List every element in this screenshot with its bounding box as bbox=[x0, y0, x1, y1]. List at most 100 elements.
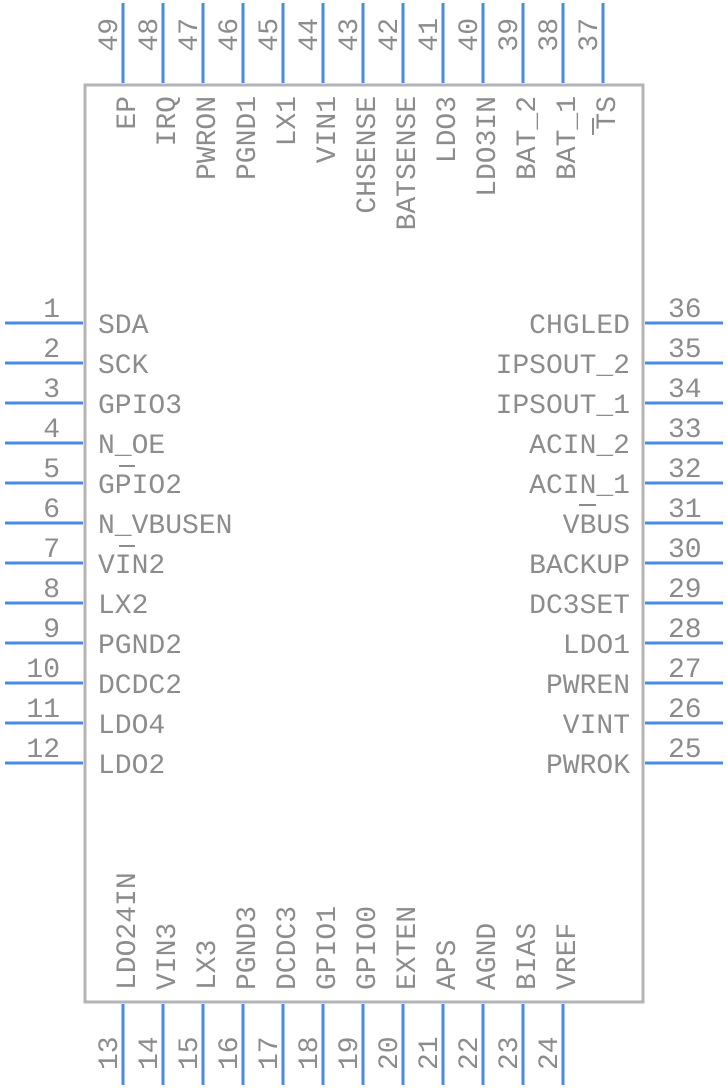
pin-number-19: 19 bbox=[335, 1036, 366, 1070]
pin-label-acin-1: ACIN_1 bbox=[529, 471, 630, 502]
pin-number-30: 30 bbox=[668, 535, 702, 566]
overbars-layer bbox=[119, 118, 596, 547]
pin-label-pwron: PWRON bbox=[193, 96, 224, 180]
pin-number-41: 41 bbox=[415, 18, 446, 52]
pin-label-exten: EXTEN bbox=[393, 906, 424, 990]
pin-label-lx3: LX3 bbox=[193, 940, 224, 990]
pin-label-sck: SCK bbox=[98, 351, 149, 382]
pin-number-36: 36 bbox=[668, 295, 702, 326]
pin-number-31: 31 bbox=[668, 495, 702, 526]
pin-number-24: 24 bbox=[535, 1036, 566, 1070]
pin-label-acin-2: ACIN_2 bbox=[529, 431, 630, 462]
pin-number-16: 16 bbox=[215, 1036, 246, 1070]
pin-label-pgnd2: PGND2 bbox=[98, 631, 182, 662]
pin-number-1: 1 bbox=[43, 295, 60, 326]
pin-label-ipsout-2: IPSOUT_2 bbox=[496, 351, 630, 382]
pin-number-25: 25 bbox=[668, 735, 702, 766]
pin-label-bat-1: BAT_1 bbox=[553, 96, 584, 180]
pin-number-23: 23 bbox=[495, 1036, 526, 1070]
pin-label-chsense: CHSENSE bbox=[353, 96, 384, 214]
pin-number-35: 35 bbox=[668, 335, 702, 366]
ic-body-outline bbox=[83, 83, 645, 1004]
pin-number-44: 44 bbox=[295, 18, 326, 52]
pin-label-n-vbusen: N_VBUSEN bbox=[98, 511, 232, 542]
pin-label-dcdc2: DCDC2 bbox=[98, 671, 182, 702]
pin-label-ldo24in: LDO24IN bbox=[113, 872, 144, 990]
pin-number-38: 38 bbox=[535, 18, 566, 52]
pin-label-pwrok: PWROK bbox=[546, 751, 630, 782]
pin-number-32: 32 bbox=[668, 455, 702, 486]
pin-number-46: 46 bbox=[215, 18, 246, 52]
pin-label-ldo1: LDO1 bbox=[563, 631, 630, 662]
pin-number-48: 48 bbox=[135, 18, 166, 52]
pin-label-vint: VINT bbox=[563, 711, 630, 742]
pin-number-26: 26 bbox=[668, 695, 702, 726]
pin-number-49: 49 bbox=[95, 18, 126, 52]
pin-number-21: 21 bbox=[415, 1036, 446, 1070]
pin-label-n-oe: N_OE bbox=[98, 431, 165, 462]
pin-label-gpio3: GPIO3 bbox=[98, 391, 182, 422]
pin-label-lx2: LX2 bbox=[98, 591, 148, 622]
pin-label-gpio0: GPIO0 bbox=[353, 906, 384, 990]
pin-number-7: 7 bbox=[43, 535, 60, 566]
pin-number-43: 43 bbox=[335, 18, 366, 52]
pin-number-20: 20 bbox=[375, 1036, 406, 1070]
pin-number-33: 33 bbox=[668, 415, 702, 446]
pin-label-pwren: PWREN bbox=[546, 671, 630, 702]
pin-label-batsense: BATSENSE bbox=[393, 96, 424, 230]
pin-label-dcdc3: DCDC3 bbox=[273, 906, 304, 990]
pin-label-ep: EP bbox=[113, 96, 144, 130]
pin-label-bias: BIAS bbox=[513, 923, 544, 990]
pin-number-22: 22 bbox=[455, 1036, 486, 1070]
pin-label-vin2: VIN2 bbox=[98, 551, 165, 582]
pin-label-lx1: LX1 bbox=[273, 96, 304, 146]
pin-number-5: 5 bbox=[43, 455, 60, 486]
pin-label-gpio2: GPIO2 bbox=[98, 471, 182, 502]
pin-number-17: 17 bbox=[255, 1036, 286, 1070]
pin-label-dc3set: DC3SET bbox=[529, 591, 630, 622]
pin-number-9: 9 bbox=[43, 615, 60, 646]
pin-number-40: 40 bbox=[455, 18, 486, 52]
pin-number-39: 39 bbox=[495, 18, 526, 52]
pin-label-chgled: CHGLED bbox=[529, 311, 630, 342]
pin-label-ts: TS bbox=[593, 96, 624, 130]
pin-number-3: 3 bbox=[43, 375, 60, 406]
pin-number-11: 11 bbox=[26, 695, 60, 726]
pin-number-15: 15 bbox=[175, 1036, 206, 1070]
pin-label-agnd: AGND bbox=[473, 923, 504, 990]
pin-number-4: 4 bbox=[43, 415, 60, 446]
pin-label-irq: IRQ bbox=[153, 96, 184, 146]
pin-number-47: 47 bbox=[175, 18, 206, 52]
pin-label-ldo2: LDO2 bbox=[98, 751, 165, 782]
pin-number-14: 14 bbox=[135, 1036, 166, 1070]
pin-label-vin3: VIN3 bbox=[153, 923, 184, 990]
pin-label-aps: APS bbox=[433, 940, 464, 990]
pin-label-vbus: VBUS bbox=[563, 511, 630, 542]
pin-label-backup: BACKUP bbox=[529, 551, 630, 582]
pin-number-12: 12 bbox=[26, 735, 60, 766]
pin-label-ldo3in: LDO3IN bbox=[473, 96, 504, 197]
pin-label-vref: VREF bbox=[553, 923, 584, 990]
pin-number-10: 10 bbox=[26, 655, 60, 686]
pin-label-bat-2: BAT_2 bbox=[513, 96, 544, 180]
pin-label-ipsout-1: IPSOUT_1 bbox=[496, 391, 630, 422]
pin-number-2: 2 bbox=[43, 335, 60, 366]
pin-label-pgnd3: PGND3 bbox=[233, 906, 264, 990]
pin-number-28: 28 bbox=[668, 615, 702, 646]
pin-label-sda: SDA bbox=[98, 311, 149, 342]
pin-number-18: 18 bbox=[295, 1036, 326, 1070]
pin-number-13: 13 bbox=[95, 1036, 126, 1070]
pin-number-8: 8 bbox=[43, 575, 60, 606]
pin-number-34: 34 bbox=[668, 375, 702, 406]
pin-number-37: 37 bbox=[575, 18, 606, 52]
pin-number-29: 29 bbox=[668, 575, 702, 606]
pin-label-ldo4: LDO4 bbox=[98, 711, 165, 742]
pin-number-27: 27 bbox=[668, 655, 702, 686]
pin-number-45: 45 bbox=[255, 18, 286, 52]
pin-number-6: 6 bbox=[43, 495, 60, 526]
pin-label-vin1: VIN1 bbox=[313, 96, 344, 163]
pin-label-gpio1: GPIO1 bbox=[313, 906, 344, 990]
pin-label-ldo3: LDO3 bbox=[433, 96, 464, 163]
